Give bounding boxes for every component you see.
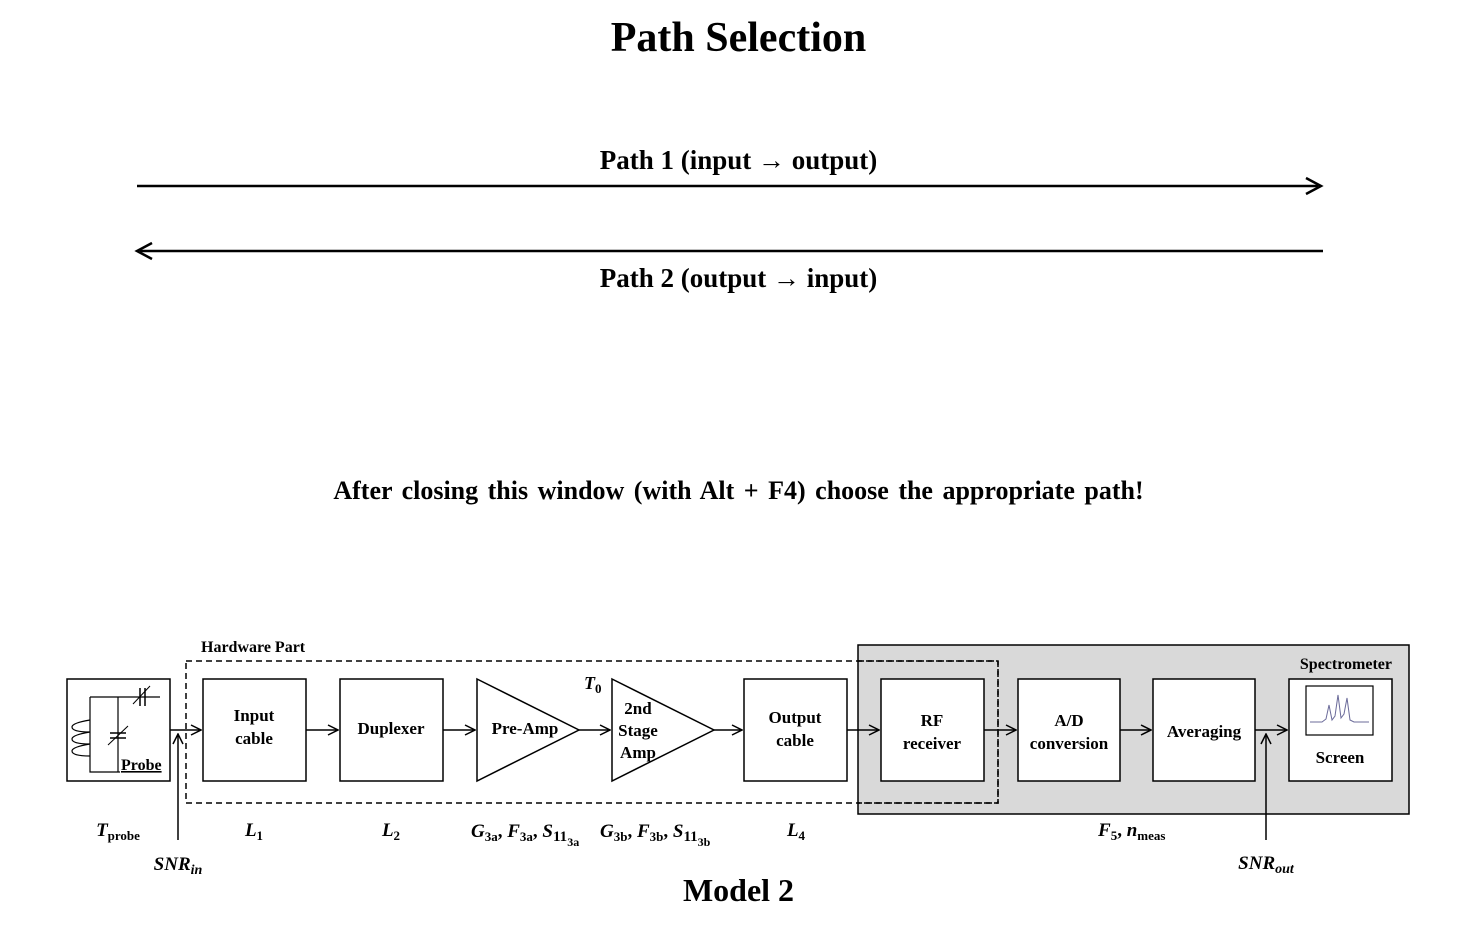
svg-text:cable: cable [776,731,814,750]
svg-text:2nd: 2nd [624,699,652,718]
path-1-arrow[interactable] [0,170,1477,200]
hardware-label: Hardware Part [201,639,306,656]
ad-conversion-block: A/D conversion [1017,678,1121,782]
svg-text:conversion: conversion [1030,734,1109,753]
spectrum-icon [1305,685,1374,736]
snr-out-label: SNRout [1238,853,1295,877]
svg-text:A/D: A/D [1054,711,1083,730]
path-1-label[interactable]: Path 1 (input → output) [599,145,878,175]
spectrometer-label: Spectrometer [1300,656,1392,673]
rf-receiver-block: RF receiver [880,678,985,782]
preamp-block: Pre-Amp [476,677,581,783]
t0-label: T0 [584,673,602,696]
svg-text:Output: Output [769,708,822,727]
model-label: Model 2 [682,872,795,908]
probe-block: Probe [66,678,171,782]
probe-label: Probe [121,757,162,774]
svg-text:receiver: receiver [903,734,962,753]
param-l1: L1 [244,820,263,843]
param-l2: L2 [381,820,400,843]
svg-text:Averaging: Averaging [1167,722,1242,741]
svg-text:Pre-Amp: Pre-Amp [492,719,559,738]
screen-block: Screen [1288,678,1393,782]
svg-text:Input: Input [234,706,275,725]
param-gain-3a: G3a, F3a, S113a [471,821,579,849]
param-f5-nmeas: F5, nmeas [1097,820,1165,843]
page-title: Path Selection [610,15,867,61]
svg-text:cable: cable [235,729,273,748]
path-2-arrow[interactable] [0,236,1477,266]
duplexer-block: Duplexer [339,678,444,782]
averaging-block: Averaging [1152,678,1256,782]
second-stage-amp-block: 2nd Stage Amp [611,677,716,783]
param-gain-3b: G3b, F3b, S113b [600,821,711,849]
input-cable-block: Input cable [202,678,307,782]
svg-text:Duplexer: Duplexer [357,719,425,738]
param-l4: L4 [786,820,806,843]
svg-text:Amp: Amp [620,743,656,762]
output-cable-block: Output cable [743,678,848,782]
svg-text:Stage: Stage [618,721,658,740]
svg-text:RF: RF [921,711,944,730]
svg-text:Screen: Screen [1316,748,1365,767]
snr-in-label: SNRin [154,854,203,878]
param-tprobe: Tprobe [96,820,140,843]
path-2-label[interactable]: Path 2 (output → input) [599,263,878,293]
instruction-text: After closing this window (with Alt + F4… [333,476,1144,505]
